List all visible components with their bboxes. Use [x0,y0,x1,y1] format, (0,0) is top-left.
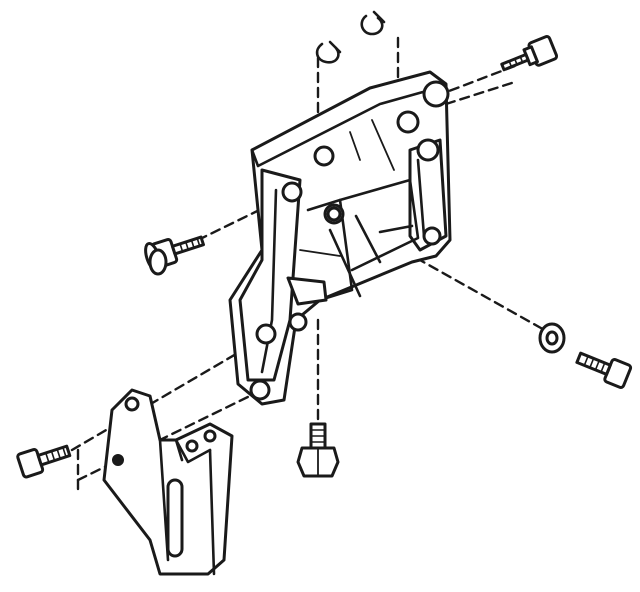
washer-center [326,206,342,222]
bolt-upper-right [500,35,559,72]
bolt-lower-left [16,444,72,479]
brace-slot [166,478,184,558]
leader-lower-left-1 [70,338,262,452]
retaining-clip-upper [315,40,342,64]
bracket-hole-right-bottom [422,226,442,246]
brace-hole-side [112,454,124,466]
bracket-hole-left-top [281,181,303,203]
main-mounting-bracket [228,70,452,406]
bracket-hole-top-right [422,80,450,108]
bolt-bottom-center [296,422,340,478]
lower-brace-plate [102,388,234,576]
bracket-hole-left-mid [255,323,277,345]
leader-upper-right-bolt-2 [444,80,517,106]
washer-left [148,248,168,276]
bracket-hole-left-bottom [249,379,271,401]
brace-hole-flange-2 [203,429,217,443]
retaining-clip-top [360,10,386,36]
brace-hole-top [124,396,140,412]
bracket-hole-tab [288,312,308,332]
washer-right [538,322,566,354]
bracket-hole-right-2 [416,138,440,162]
bracket-hole-right-1 [396,110,420,134]
bolt-lower-right [575,351,633,389]
brace-hole-flange-1 [185,439,199,453]
bracket-hole-center [313,145,335,167]
